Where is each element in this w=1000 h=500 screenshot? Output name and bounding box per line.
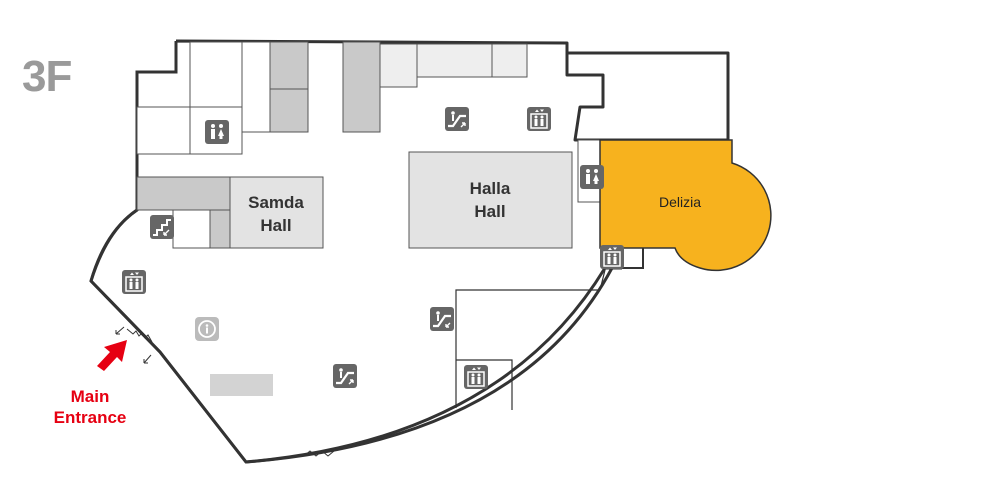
escalator-up-icon: [333, 364, 357, 388]
elevator-icon: [600, 245, 624, 269]
corridor-wall: [455, 269, 606, 410]
restroom-icon: [205, 120, 229, 144]
entrance-label-line1: Main: [70, 387, 110, 406]
escalator-down-icon: [430, 307, 454, 331]
icon-layer: [122, 107, 624, 389]
room-dark: [136, 176, 231, 211]
elevator-icon: [527, 107, 551, 131]
building-outline: [89, 39, 730, 464]
stairs-icon: [150, 215, 174, 239]
store-delizia[interactable]: Delizia: [599, 139, 772, 272]
floor-label: 3F: [22, 52, 72, 101]
room-dark: [269, 88, 309, 133]
room-dark: [269, 41, 309, 90]
room: [189, 41, 243, 108]
room: [172, 209, 211, 249]
halla-hall-label-2: Hall: [474, 202, 505, 221]
room: [416, 43, 493, 78]
elevator-icon: [122, 270, 146, 294]
entrance-door: [126, 328, 153, 343]
main-entrance-arrow: [97, 340, 127, 371]
room: [136, 106, 191, 155]
entrance-label-line2: Entrance: [53, 408, 127, 427]
info-desk: [210, 374, 273, 396]
bottom-door: [303, 450, 335, 457]
entrance-door-arrow: [143, 354, 152, 364]
building-outer-wall: [89, 41, 622, 464]
halla-hall-label-1: Halla: [470, 179, 511, 198]
entrance-door-arrow: [115, 326, 125, 335]
samda-hall-label-2: Hall: [260, 216, 291, 235]
elevator-icon: [464, 365, 488, 389]
halla-hall[interactable]: Halla Hall: [408, 151, 573, 249]
samda-hall-label-1: Samda: [248, 193, 304, 212]
room: [491, 43, 528, 78]
samda-hall[interactable]: Samda Hall: [229, 176, 324, 249]
room: [241, 41, 271, 133]
information-icon: [195, 317, 219, 341]
corridor-wall: [380, 77, 418, 88]
escalator-up-icon: [445, 107, 469, 131]
wall: [620, 248, 644, 269]
main-entrance-label: Main Entrance: [40, 386, 140, 428]
restroom-icon: [580, 165, 604, 189]
room-dark: [342, 41, 381, 133]
room: [379, 43, 418, 88]
delizia-label: Delizia: [659, 194, 701, 210]
room-dark: [209, 209, 231, 249]
